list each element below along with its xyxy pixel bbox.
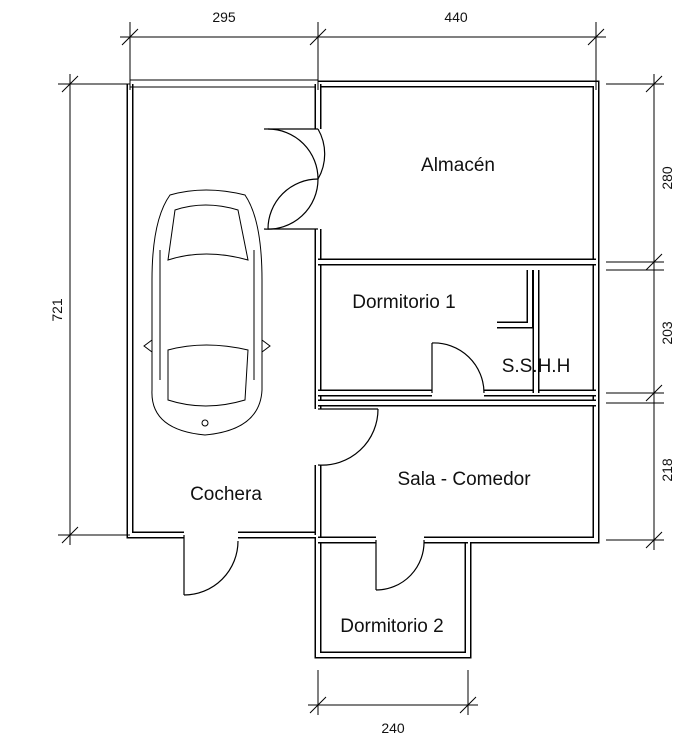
- room-label-cochera: Cochera: [190, 484, 262, 505]
- walls: [126, 79, 600, 659]
- room-label-dormitorio-2: Dormitorio 2: [340, 616, 443, 637]
- dimension-top-left: 295: [212, 9, 236, 25]
- room-label-dormitorio-1: Dormitorio 1: [352, 292, 455, 313]
- dimension-top-right: 440: [444, 9, 468, 25]
- dimension-left-total: 721: [49, 298, 65, 322]
- dimension-right-middle: 203: [659, 321, 675, 345]
- dimension-right-bottom: 218: [659, 458, 675, 482]
- dimension-bottom: 240: [381, 720, 405, 736]
- doors: [183, 128, 485, 596]
- car-top-view-icon: [143, 189, 271, 436]
- room-label-sshh: S.S.H.H: [502, 356, 571, 377]
- dimension-right-top: 280: [659, 166, 675, 190]
- room-label-sala-comedor: Sala - Comedor: [397, 469, 531, 490]
- room-label-almacen: Almacén: [421, 155, 495, 176]
- dimension-lines: [58, 22, 664, 715]
